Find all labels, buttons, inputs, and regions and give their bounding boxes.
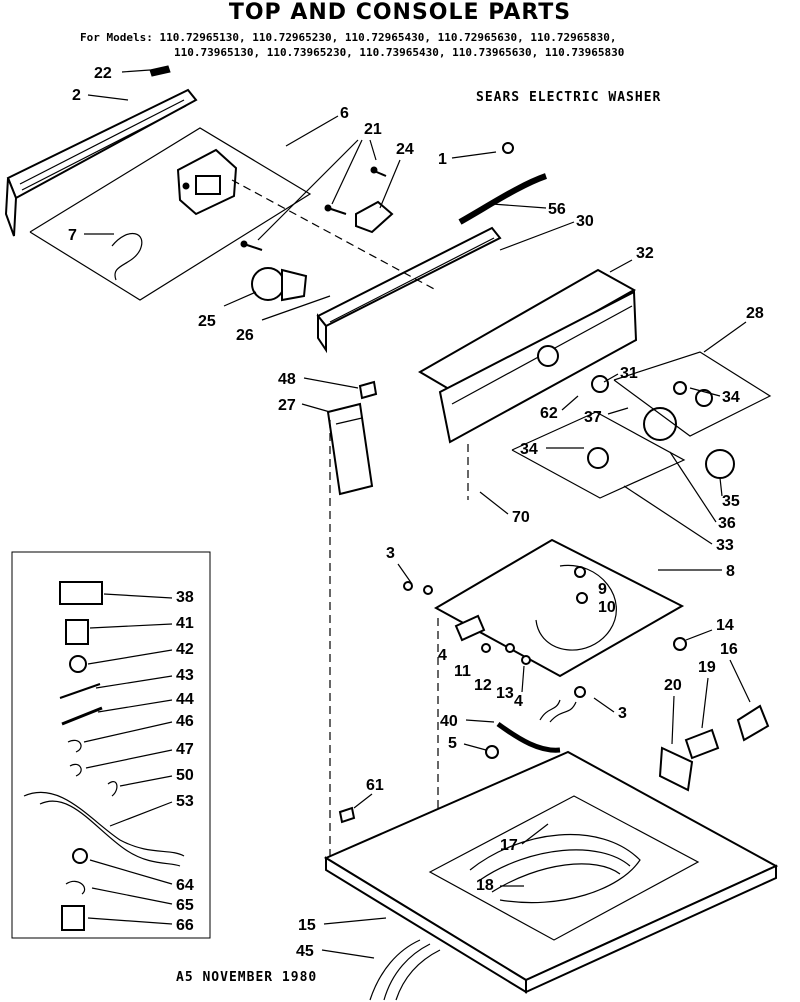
callout-46: 46 xyxy=(176,713,194,730)
callout-17: 17 xyxy=(500,837,518,854)
wire-clip xyxy=(111,232,143,281)
model-list-line-1: For Models: 110.72965130, 110.72965230, … xyxy=(80,30,780,45)
wire-harness-40 xyxy=(485,699,577,759)
callout-22: 22 xyxy=(94,65,112,82)
callout-2: 2 xyxy=(72,87,81,104)
callout-5: 5 xyxy=(448,735,457,752)
callout-3-upper: 3 xyxy=(386,545,395,562)
callout-9: 9 xyxy=(598,581,607,598)
callout-10: 10 xyxy=(598,599,616,616)
loose-parts-icons xyxy=(23,581,185,931)
callout-36: 36 xyxy=(718,515,736,532)
mounting-plate-outline xyxy=(29,127,312,301)
callout-32: 32 xyxy=(636,245,654,262)
callout-24: 24 xyxy=(396,141,414,158)
hinge-parts xyxy=(403,581,687,698)
callout-26: 26 xyxy=(236,327,254,344)
control-panel-bracket xyxy=(4,65,198,237)
callout-70: 70 xyxy=(512,509,530,526)
callout-12: 12 xyxy=(474,677,492,694)
callout-34-lower: 34 xyxy=(520,441,538,458)
callout-62: 62 xyxy=(540,405,558,422)
callout-31: 31 xyxy=(620,365,638,382)
callout-48: 48 xyxy=(278,371,296,388)
callout-35: 35 xyxy=(722,493,740,510)
models-label: For Models: xyxy=(80,31,153,44)
callout-25: 25 xyxy=(198,313,216,330)
callout-38: 38 xyxy=(176,589,194,606)
harness-45 xyxy=(369,939,441,1001)
callout-53: 53 xyxy=(176,793,194,810)
callout-41: 41 xyxy=(176,615,194,632)
callout-4-left: 4 xyxy=(438,647,447,664)
callout-13: 13 xyxy=(496,685,514,702)
callout-4-right: 4 xyxy=(514,693,523,710)
appliance-subtitle: SEARS ELECTRIC WASHER xyxy=(476,90,662,105)
models-line-1-text: 110.72965130, 110.72965230, 110.72965430… xyxy=(159,31,617,44)
clip-48 xyxy=(358,380,378,400)
callout-7: 7 xyxy=(68,227,77,244)
callout-56: 56 xyxy=(548,201,566,218)
callout-14: 14 xyxy=(716,617,734,634)
callout-45: 45 xyxy=(296,943,314,960)
callout-21: 21 xyxy=(364,121,382,138)
callout-6: 6 xyxy=(340,105,349,122)
callout-20: 20 xyxy=(664,677,682,694)
callout-33: 33 xyxy=(716,537,734,554)
callout-15: 15 xyxy=(298,917,316,934)
screws-21 xyxy=(240,166,387,251)
graphic-panel-outline-28 xyxy=(511,351,772,499)
hose-56 xyxy=(458,142,547,225)
callout-8: 8 xyxy=(726,563,735,580)
cabinet-top-15 xyxy=(323,750,779,994)
callout-50: 50 xyxy=(176,767,194,784)
lid-switch-assembly xyxy=(658,704,770,792)
callout-27: 27 xyxy=(278,397,296,414)
callout-16: 16 xyxy=(720,641,738,658)
callout-40: 40 xyxy=(440,713,458,730)
callout-3-lower: 3 xyxy=(618,705,627,722)
callout-1: 1 xyxy=(438,151,447,168)
callout-61: 61 xyxy=(366,777,384,794)
callout-19: 19 xyxy=(698,659,716,676)
callout-group: 22 2 6 21 24 1 56 30 7 25 26 32 xyxy=(68,65,764,960)
rotary-switch-25 xyxy=(251,267,308,302)
models-line-2-text: 110.73965130, 110.73965230, 110.73965430… xyxy=(174,46,625,59)
timer-switch xyxy=(176,148,238,216)
model-list: For Models: 110.72965130, 110.72965230, … xyxy=(80,30,780,60)
callout-34-upper: 34 xyxy=(722,389,740,406)
revision-date: A5 NOVEMBER 1980 xyxy=(176,970,318,985)
loose-parts-box xyxy=(11,551,211,939)
callout-30: 30 xyxy=(576,213,594,230)
callout-44: 44 xyxy=(176,691,194,708)
model-list-line-2: 110.73965130, 110.73965230, 110.73965430… xyxy=(80,45,780,60)
console-32 xyxy=(418,268,735,479)
callout-47: 47 xyxy=(176,741,194,758)
callout-66: 66 xyxy=(176,917,194,934)
cover-27 xyxy=(326,402,374,496)
callout-64: 64 xyxy=(176,877,194,894)
callout-65: 65 xyxy=(176,897,194,914)
callout-28: 28 xyxy=(746,305,764,322)
callout-43: 43 xyxy=(176,667,194,684)
callout-11: 11 xyxy=(454,663,471,680)
callout-37: 37 xyxy=(584,409,602,426)
callout-42: 42 xyxy=(176,641,194,658)
switch-24 xyxy=(355,200,394,234)
console-bracket-30 xyxy=(316,226,502,354)
callout-18: 18 xyxy=(476,877,494,894)
page-title: TOP AND CONSOLE PARTS xyxy=(228,0,572,25)
washer-top-8 xyxy=(433,538,685,678)
